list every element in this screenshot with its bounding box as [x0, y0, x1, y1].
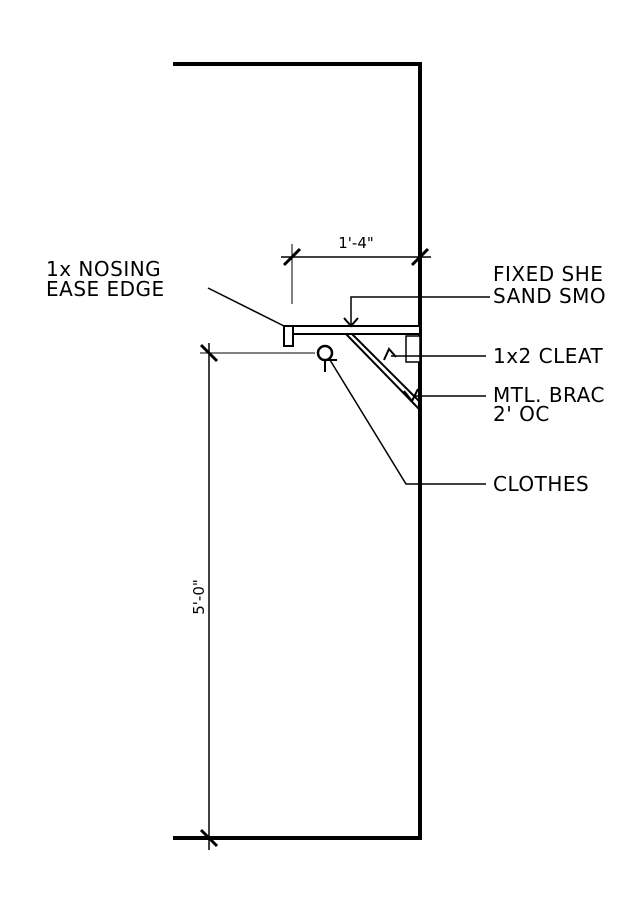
shelf-label-line1: FIXED SHE — [493, 262, 603, 286]
shelf-label-line2: SAND SMO — [493, 284, 606, 308]
nosing-label-line2: EASE EDGE — [46, 277, 165, 301]
clothes-rod — [316, 344, 337, 372]
rod-leader — [329, 359, 486, 485]
rod-label: CLOTHES — [493, 472, 589, 496]
nosing-leader — [207, 287, 285, 327]
rod-height-value: 5'-0" — [190, 579, 208, 615]
cleat-label: 1x2 CLEAT — [493, 344, 604, 368]
rod-height-dimension — [199, 343, 315, 850]
shelf-board — [283, 325, 421, 335]
leaders — [207, 287, 490, 485]
cleat — [405, 335, 421, 363]
bracket-arrowhead — [403, 388, 419, 403]
nosing-piece — [283, 325, 294, 347]
arrowheads — [343, 317, 419, 403]
shelf — [283, 325, 421, 347]
wall-outline — [173, 62, 422, 840]
nosing-label-line1: 1x NOSING — [46, 257, 161, 281]
shelf-depth-dimension — [281, 244, 431, 304]
shelf-leader — [350, 296, 490, 326]
shelf-arrowhead — [343, 317, 359, 328]
shelf-depth-value: 1'-4" — [338, 234, 374, 252]
cleat-arrowhead — [383, 347, 397, 361]
metal-bracket — [345, 333, 421, 411]
bracket-label-line1: MTL. BRAC — [493, 383, 605, 407]
bracket-label-line2: 2' OC — [493, 402, 550, 426]
